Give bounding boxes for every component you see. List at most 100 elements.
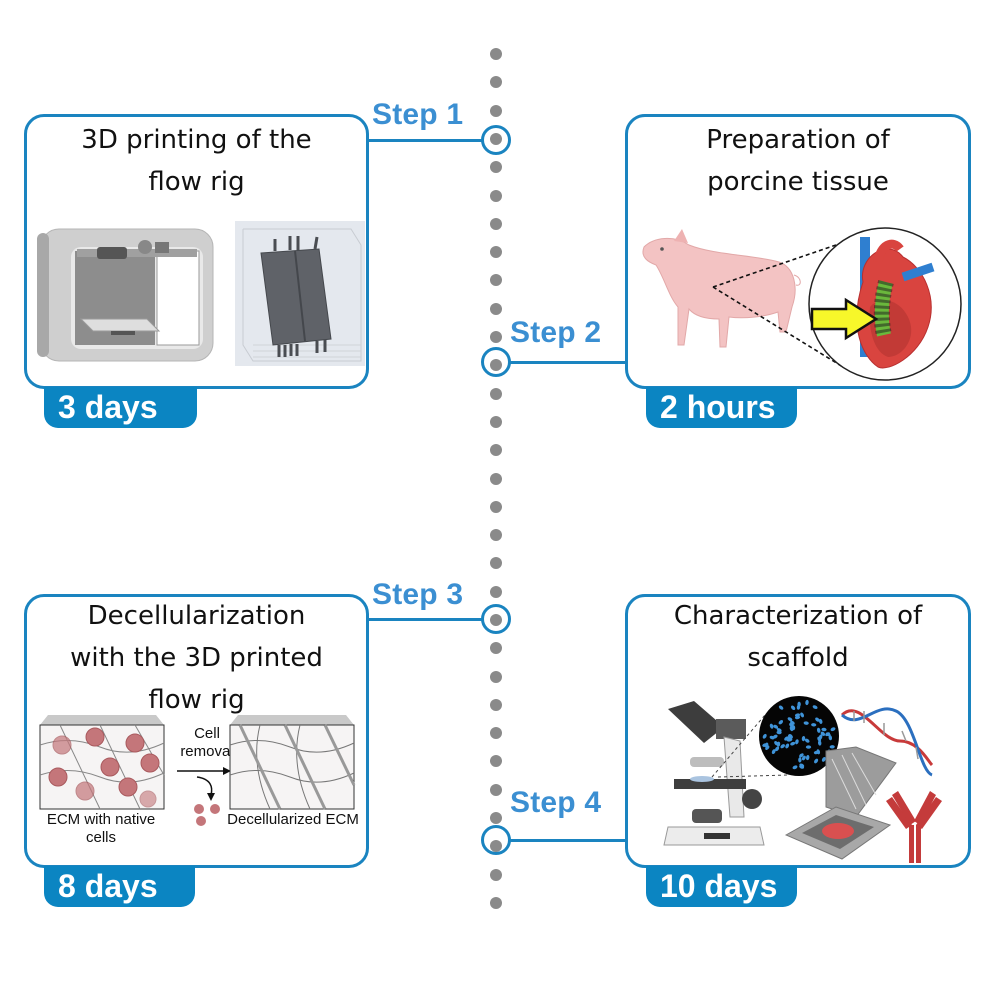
nucleus-dot xyxy=(765,745,770,750)
timeline-dot xyxy=(490,897,502,909)
3d-printer-icon xyxy=(37,228,214,362)
fluorescent-nuclei-icon xyxy=(759,696,839,776)
cell-removal-arrow-icon xyxy=(177,767,231,826)
step-3-node xyxy=(481,604,511,634)
nucleus-dot xyxy=(821,756,826,762)
caption-ecm-with-cells: ECM with native cells xyxy=(46,811,156,846)
nucleus-dot xyxy=(780,744,785,749)
step-3-label: Step 3 xyxy=(372,578,464,611)
nucleus-dot xyxy=(799,765,805,769)
timeline-dot xyxy=(490,331,502,343)
antibody-icon xyxy=(886,791,942,863)
yellow-arrow-icon xyxy=(810,297,879,341)
nucleus-dot xyxy=(776,730,782,735)
nucleus-dot xyxy=(795,739,799,745)
step-4-card: Characterization of scaffold xyxy=(625,594,971,868)
nucleus-dot xyxy=(762,743,768,747)
nucleus-dot xyxy=(787,734,792,740)
timeline-dot xyxy=(490,812,502,824)
nucleus-dot xyxy=(776,741,781,747)
nucleus-dot xyxy=(829,745,835,749)
timeline-dot xyxy=(490,161,502,173)
timeline-dot xyxy=(490,699,502,711)
step-3-title: Decellularization with the 3D printed fl… xyxy=(70,601,323,715)
nucleus-dot xyxy=(775,746,780,752)
nucleus-dot xyxy=(771,749,776,755)
timeline-dot xyxy=(490,727,502,739)
nucleus-dot xyxy=(804,738,810,743)
nucleus-dot xyxy=(801,736,806,742)
nucleus-dot xyxy=(816,727,821,733)
timeline-dot xyxy=(490,671,502,683)
timeline-dot xyxy=(490,473,502,485)
timeline-dot xyxy=(490,190,502,202)
pig-icon xyxy=(642,229,801,348)
step-2-title: Preparation of porcine tissue xyxy=(706,125,890,197)
nucleus-dot xyxy=(803,721,809,725)
nucleus-dot xyxy=(805,745,812,749)
timeline-dot xyxy=(490,586,502,598)
nucleus-dot xyxy=(805,699,809,706)
nucleus-dot xyxy=(818,718,823,724)
step-2-card: Preparation of porcine tissue xyxy=(625,114,971,389)
tissue-cassette-icon xyxy=(784,746,897,860)
flow-rig-model-icon xyxy=(235,221,365,366)
timeline-dot xyxy=(490,105,502,117)
nucleus-dot xyxy=(817,740,822,746)
nucleus-dot xyxy=(825,732,831,737)
nucleus-dot xyxy=(787,737,793,742)
nucleus-dot xyxy=(815,717,820,722)
nucleus-dot xyxy=(773,724,779,729)
timeline-dot xyxy=(490,444,502,456)
nucleus-dot xyxy=(794,713,801,717)
timeline-dot xyxy=(490,246,502,258)
timeline-dot xyxy=(490,76,502,88)
fluorescent-zoom-lines xyxy=(711,714,789,778)
step-4-title: Characterization of scaffold xyxy=(673,601,923,673)
nucleus-dot xyxy=(799,753,804,758)
nucleus-dot xyxy=(818,734,823,740)
nucleus-dot xyxy=(830,727,836,732)
step-1-title: 3D printing of the flow rig xyxy=(81,125,312,197)
step-4-connector xyxy=(510,839,626,842)
timeline-dot xyxy=(490,416,502,428)
caption-decellularized-ecm: Decellularized ECM xyxy=(227,811,359,828)
nucleus-dot xyxy=(790,720,795,725)
timeline-dot xyxy=(490,274,502,286)
nucleus-dot xyxy=(785,743,790,749)
heart-cross-section-icon xyxy=(808,227,962,381)
nucleus-dot xyxy=(814,758,819,764)
step-2-connector xyxy=(510,361,626,364)
zoom-lines xyxy=(712,244,844,368)
step-3-duration-badge: 8 days xyxy=(44,866,195,907)
caption-cell-removal: Cell removal xyxy=(180,725,234,760)
nucleus-dot xyxy=(769,723,774,729)
step-1-card: 3D printing of the flow rig xyxy=(24,114,369,389)
timeline-dot xyxy=(490,218,502,230)
timeline-dot xyxy=(490,501,502,513)
nucleus-dot xyxy=(790,705,796,711)
nucleus-dot xyxy=(778,720,784,725)
nucleus-dot xyxy=(821,727,827,732)
step-2-label: Step 2 xyxy=(510,316,602,349)
step-4-label: Step 4 xyxy=(510,786,602,819)
nucleus-dot xyxy=(792,765,798,770)
nucleus-dot xyxy=(762,733,767,739)
nucleus-dot xyxy=(797,701,801,707)
timeline-dot xyxy=(490,388,502,400)
step-2-duration-badge: 2 hours xyxy=(646,387,797,428)
timeline-dot xyxy=(490,642,502,654)
timeline-dot xyxy=(490,529,502,541)
decellularized-ecm-icon xyxy=(229,715,356,810)
timeline-dot xyxy=(490,303,502,315)
timeline-dot xyxy=(490,755,502,767)
nucleus-dot xyxy=(800,712,805,718)
nucleus-dot xyxy=(811,723,817,727)
nucleus-dot xyxy=(812,705,818,710)
nucleus-dot xyxy=(789,726,794,732)
step-1-duration-badge: 3 days xyxy=(44,387,197,428)
step-1-connector xyxy=(366,139,482,142)
ecm-with-cells-icon xyxy=(39,715,165,810)
nucleus-dot xyxy=(816,749,821,755)
nucleus-dot xyxy=(798,757,802,763)
